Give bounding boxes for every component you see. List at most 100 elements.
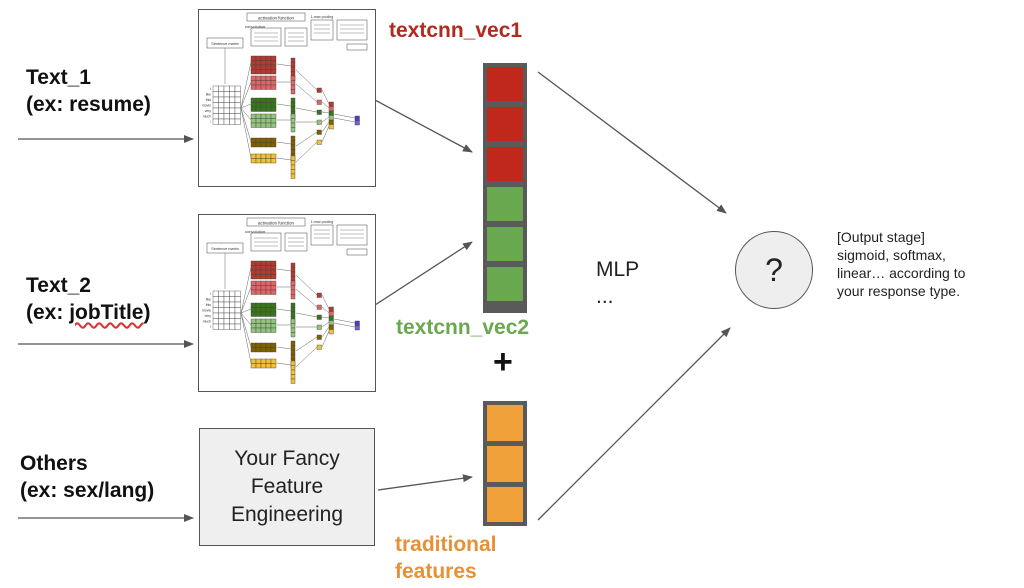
thumb-sentence-matrix-cell — [229, 307, 236, 314]
thumb-sentence-matrix-cell — [234, 307, 241, 314]
thumb-filter-darkgreen-cell — [260, 106, 267, 112]
thumb-connector — [321, 116, 330, 123]
thumb-sentence-matrix-cell — [234, 290, 241, 297]
thumb-filter-darkred-cell — [265, 269, 272, 275]
thumb-filter-lightgreen-cell — [270, 118, 277, 124]
thumb-filter-darkgreen-cell — [270, 97, 277, 103]
text2-example-prefix: (ex: — [26, 301, 70, 324]
text1-label: Text_1 (ex: resume) — [26, 64, 151, 118]
thumb-filter-yellow-cell — [255, 158, 262, 164]
thumb-connector — [295, 69, 318, 91]
thumb-connector — [240, 107, 252, 143]
thumb-filter-darkgreen-cell — [265, 97, 272, 103]
thumb-feature-map-cell — [290, 75, 296, 81]
thumb-sentence-matrix — [212, 85, 241, 125]
thumb-filter-darkgreen — [250, 97, 277, 112]
thumb-filter-olive-cell — [250, 342, 257, 348]
thumb-sentence-matrix-cell — [229, 113, 236, 120]
thumb-filter-lightgreen-cell — [260, 118, 267, 124]
thumb-filter-red-cell — [250, 285, 257, 291]
text2-example: (ex: jobTitle) — [26, 299, 150, 326]
thumb-filter-lightgreen-cell — [265, 113, 272, 119]
thumb-pool-text: 1-max pooling — [311, 220, 334, 224]
thumb-sentence-matrix-cell — [229, 96, 236, 103]
thumb-feature-map — [290, 155, 296, 179]
thumb-filter-lightgreen-cell — [250, 122, 257, 128]
thumb-filter-yellow — [250, 358, 277, 369]
output-desc-line2: sigmoid, softmax, — [837, 247, 946, 263]
thumb-filter-darkred-cell — [250, 64, 257, 70]
thumb-filter-yellow-cell — [265, 358, 272, 364]
thumb-connector — [240, 107, 252, 159]
trad-cell-3 — [487, 487, 523, 522]
output-description: [Output stage] sigmoid, softmax, linear…… — [837, 228, 965, 300]
thumb-pooled-cell — [316, 139, 322, 145]
thumb-sentence-matrix-cell — [234, 118, 241, 125]
thumb-filter-lightgreen-cell — [260, 113, 267, 119]
thumb-filter-red-cell — [265, 289, 272, 295]
thumb-filter-lightgreen-cell — [265, 327, 272, 333]
thumb-sentence-matrix-cell — [223, 96, 230, 103]
thumb-feature-map-cell — [290, 169, 296, 175]
thumb-conv-text: convolution — [245, 229, 265, 234]
thumb-concat-cell — [328, 324, 334, 330]
others-title: Others — [20, 452, 88, 475]
thumb-feature-map-cell — [290, 84, 296, 90]
thumb-feature-map-cell — [290, 349, 296, 355]
thumb-sentence-matrix-cell — [234, 296, 241, 303]
thumb-filter-darkgreen-cell — [265, 311, 272, 317]
thumb-filter-red-cell — [255, 84, 262, 90]
thumb-filter-red-cell — [255, 289, 262, 295]
thumb-sentence-matrix-cell — [223, 323, 230, 330]
thumb-sentence-matrix-cell — [234, 323, 241, 330]
thumb-sentence-matrix-cell — [212, 96, 219, 103]
thumb-filter-lightgreen-cell — [260, 122, 267, 128]
thumb-sentence-matrix-cell — [229, 85, 236, 92]
thumb-feature-map-cell — [290, 102, 296, 108]
thumb-connector — [333, 113, 356, 119]
thumb-filter-olive-cell — [255, 142, 262, 148]
output-node: ? — [735, 231, 813, 309]
thumb-feature-map-cell — [290, 369, 296, 375]
thumb-sentence-matrix-cell — [229, 91, 236, 98]
thumb-sentence-matrix-cell — [234, 312, 241, 319]
thumb-output-cell — [354, 320, 360, 326]
thumb-filter-darkgreen-cell — [265, 102, 272, 108]
thumb-connector — [321, 321, 330, 328]
thumb-filter-red-cell — [260, 84, 267, 90]
thumb-sentence-matrix-cell — [218, 118, 225, 125]
thumb-feature-map-cell — [290, 285, 296, 291]
thumb-filter-darkred-cell — [265, 60, 272, 66]
feature-vectors — [483, 63, 527, 526]
thumb-filter-lightgreen — [250, 318, 277, 333]
thumb-filter-darkgreen-cell — [260, 102, 267, 108]
thumb-connector — [321, 111, 330, 114]
thumb-filter-darkred-cell — [265, 64, 272, 70]
thumb-connector — [240, 266, 252, 314]
thumb-sentence-matrix-cell — [234, 91, 241, 98]
thumb-filter-olive-cell — [250, 137, 257, 143]
thumb-filter-darkgreen-cell — [255, 307, 262, 313]
feature-engineering-line2: Feature — [250, 475, 324, 498]
thumb-filter-olive-cell — [265, 137, 272, 143]
thumb-sentence-matrix-cell — [218, 107, 225, 114]
thumb-connector — [321, 306, 330, 314]
thumb-filter-olive-cell — [255, 342, 262, 348]
thumb-filter-darkgreen-cell — [255, 311, 262, 317]
thumb-feature-map — [290, 75, 296, 95]
thumb-filter-darkgreen-cell — [270, 302, 277, 308]
thumb-feature-map-cell — [290, 307, 296, 313]
thumb-feature-map-cell — [290, 280, 296, 286]
thumb-feature-map-cell — [290, 276, 296, 282]
thumb-sentence-matrix-cell — [212, 107, 219, 114]
thumb-filter-darkred-cell — [270, 274, 277, 280]
thumb-sentence-matrix-cell — [218, 91, 225, 98]
thumb-filter-red-cell — [255, 285, 262, 291]
thumb-sentence-matrix-cell — [234, 102, 241, 109]
arrow-thumb1-to-vec — [374, 99, 473, 153]
thumb-word: very — [205, 314, 212, 318]
text2-example-suffix: ) — [143, 301, 151, 324]
thumb-sentence-matrix-cell — [212, 102, 219, 109]
